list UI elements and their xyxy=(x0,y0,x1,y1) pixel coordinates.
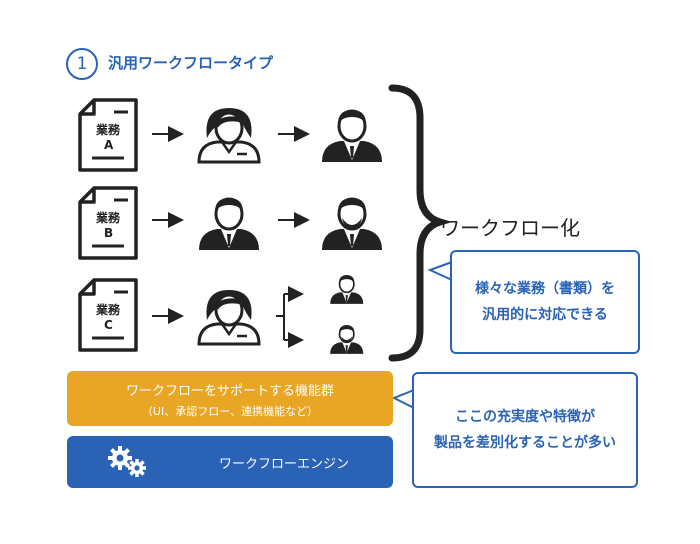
callout-top-pointer xyxy=(427,260,453,282)
man-icon-c1 xyxy=(329,274,365,305)
callout-bottom-line2: 製品を差別化することが多い xyxy=(434,435,616,451)
bearded-man-icon-c2 xyxy=(329,324,365,355)
curly-brace xyxy=(388,84,453,362)
split-connector xyxy=(276,294,285,340)
callout-bottom-line1: ここの充実度や特徴が xyxy=(455,409,595,425)
callout-bottom-pointer xyxy=(391,388,415,410)
man-icon-b xyxy=(197,196,261,252)
step-number-badge: 1 xyxy=(66,48,98,80)
bearded-man-icon-b xyxy=(320,196,384,252)
doc-b-label-1: 業務 xyxy=(95,210,121,225)
support-features-bar: ワークフローをサポートする機能群 （UI、承認フロー、連携機能など） xyxy=(67,371,393,426)
man-icon-a xyxy=(320,108,384,164)
workflow-engine-label: ワークフローエンジン xyxy=(219,457,350,472)
support-features-title: ワークフローをサポートする機能群 xyxy=(125,384,334,399)
support-features-subtitle: （UI、承認フロー、連携機能など） xyxy=(141,405,319,418)
callout-bottom: ここの充実度や特徴が 製品を差別化することが多い xyxy=(412,372,638,488)
gears-icon xyxy=(108,446,146,477)
doc-a-label-1: 業務 xyxy=(95,122,121,137)
doc-c-label-2: C xyxy=(104,318,113,332)
woman-icon-a xyxy=(199,108,259,162)
section-title: 汎用ワークフロータイプ xyxy=(108,54,274,72)
doc-a-label-2: A xyxy=(104,138,114,152)
doc-b-label-2: B xyxy=(104,226,113,240)
woman-icon-c xyxy=(199,290,259,344)
callout-top-line2: 汎用的に対応できる xyxy=(482,307,608,323)
callout-top-line1: 様々な業務（書類）を xyxy=(475,281,615,297)
workflow-engine-bar: ワークフローエンジン xyxy=(67,436,393,488)
doc-c-label-1: 業務 xyxy=(95,302,121,317)
callout-top: 様々な業務（書類）を 汎用的に対応できる xyxy=(450,250,640,354)
workflow-label: ワークフロー化 xyxy=(440,216,580,240)
